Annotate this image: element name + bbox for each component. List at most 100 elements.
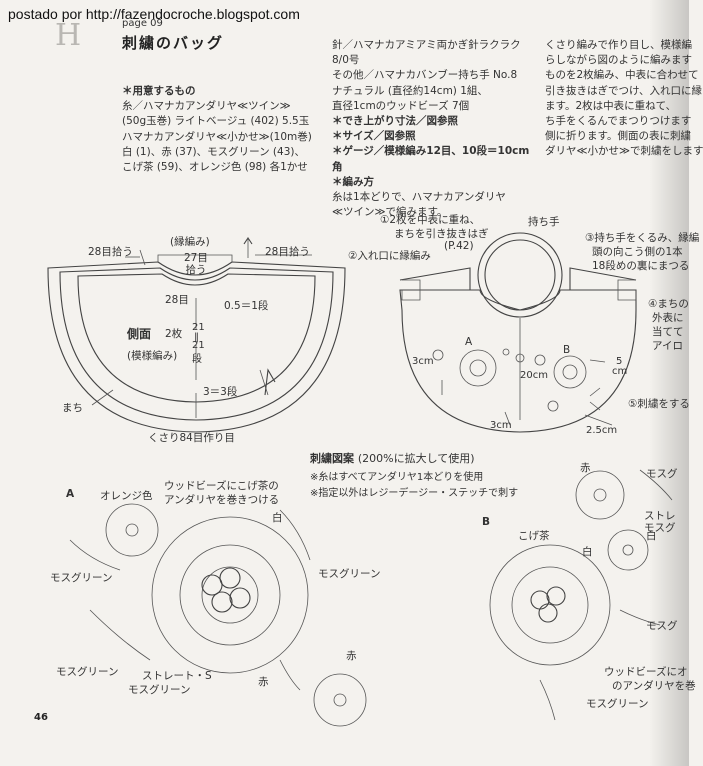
step4-line-d: アイロ xyxy=(652,340,683,352)
two-pieces-label: 2枚 xyxy=(165,328,183,340)
motif-a-white: 白 xyxy=(272,512,283,524)
motif-b-moss-2: モスグ xyxy=(646,620,678,632)
motif-b-moss-1: モスグ xyxy=(646,468,678,480)
motif-b-straight-1: ストレ xyxy=(644,510,676,522)
motif-a-straight-2: モスグリーン xyxy=(128,684,191,696)
motif-a-label: A xyxy=(66,488,75,500)
motif-b-label: B xyxy=(482,516,491,528)
motif-a-red-2: 赤 xyxy=(346,650,357,662)
row-three-label: 3＝3段 xyxy=(203,386,238,398)
count-28-label: 28目 xyxy=(165,294,189,306)
dim-3cm-left: 3cm xyxy=(412,356,434,367)
materials-line: ハマナカアンダリヤ≪小かせ≫(10m巻) xyxy=(122,130,312,143)
materials-line: こげ茶 (59)、オレンジ色 (98) 各1かせ xyxy=(122,161,308,174)
motif-b-moss-3: モスグリーン xyxy=(586,698,649,710)
embroidery-note-1: ※糸はすべてアンダリヤ1本どりを使用 xyxy=(310,472,484,483)
rows-label-b: 21 xyxy=(192,340,205,351)
page-label: page 09 xyxy=(122,18,163,29)
embroidery-motif-a xyxy=(69,503,367,727)
dim-3cm-bottom: 3cm xyxy=(490,420,512,431)
motif-a-moss-3: モスグリーン xyxy=(56,666,119,678)
page-gutter-shadow xyxy=(649,0,689,766)
motif-b-beads-2: のアンダリヤを巻 xyxy=(612,680,696,692)
tools-line: ナチュラル (直径約14cm) 1組、 xyxy=(332,84,488,97)
credit-line: postado por http://fazendocroche.blogspo… xyxy=(8,6,300,22)
materials-line: 白 (1)、赤 (37)、モスグリーン (43)、 xyxy=(122,145,305,158)
row-half-label: 0.5＝1段 xyxy=(224,300,269,312)
page-title: 刺繍のバッグ xyxy=(122,34,225,52)
motif-a-moss-1: モスグリーン xyxy=(50,572,113,584)
rows-label-a: 21 xyxy=(192,322,205,333)
motif-a-beads-1: ウッドビーズにこげ茶の xyxy=(164,480,279,492)
page-number: 46 xyxy=(34,712,48,723)
motif-a-red-1: 赤 xyxy=(258,676,269,688)
instruction-line: ダリヤ≪小かせ≫で刺繍をします xyxy=(545,145,703,158)
side-panel-diagram xyxy=(47,237,346,433)
motif-b-white-1: 白 xyxy=(582,546,593,558)
motif-a-beads-2: アンダリヤを巻きつける xyxy=(164,494,280,506)
bag-label-b: B xyxy=(563,344,571,356)
step4-line-a: ④まちの xyxy=(648,298,689,310)
bag-label-a: A xyxy=(465,336,473,348)
embroidery-title-text: 刺繍図案 xyxy=(310,452,354,465)
materials-line: ＊用意するもの xyxy=(122,85,196,97)
instruction-line: らしながら図のように編みます xyxy=(545,54,692,67)
side-title: 側面 xyxy=(127,327,152,341)
step2-label: ②入れ口に縁編み xyxy=(348,250,431,262)
step4-line-b: 外表に xyxy=(652,312,684,324)
rows-equal: ‖ xyxy=(194,332,199,343)
chain-label: くさり84目作り目 xyxy=(148,432,235,444)
motif-a-straight-1: ストレート・S xyxy=(142,670,212,682)
instruction-line: 側に折ります。側面の表に刺繍 xyxy=(545,130,691,143)
step3-line-a: ③持ち手をくるみ、縁編 xyxy=(585,232,700,244)
materials-line: (50g玉巻) ライトベージュ (402) 5.5玉 xyxy=(122,115,310,128)
motif-b-brown: こげ茶 xyxy=(518,530,550,542)
step4-line-c: 当てて xyxy=(652,326,684,338)
tools-line: その他／ハマナカバンブー持ち手 No.8 xyxy=(332,69,518,82)
handle-label: 持ち手 xyxy=(528,216,560,228)
embroidery-motif-b xyxy=(489,469,673,721)
motif-b-straight-2: モスグ xyxy=(644,522,676,534)
h-mark-icon: H xyxy=(55,18,82,53)
motif-b-beads-1: ウッドビーズにオ xyxy=(604,666,688,678)
embroidery-title: 刺繍図案 (200%に拡大して使用) xyxy=(310,450,475,466)
instruction-line: ものを2枚編み、中表に合わせて xyxy=(545,69,699,82)
step3-line-c: 18段めの裏にまつる xyxy=(592,260,690,272)
tools-line: 直径1cmのウッドビーズ 7個 xyxy=(332,99,470,112)
tools-line: 針／ハマナカアミアミ両かぎ針ラクラク8/0号 xyxy=(332,39,521,67)
step1-line-c: (P.42) xyxy=(444,240,474,252)
motif-b-white-2: 白 xyxy=(646,530,657,542)
instruction-line: ち手をくるんでまつりつけます xyxy=(545,115,692,128)
instruction-line: くさり編みで作り目し、模様編 xyxy=(545,39,692,51)
instruction-line: ます。2枚は中表に重ねて、 xyxy=(545,99,677,112)
dim-20cm: 20cm xyxy=(520,370,548,381)
step1-line-b: まちを引き抜きはぎ xyxy=(394,228,489,240)
tools-line: ＊でき上がり寸法／図参照 xyxy=(332,115,458,128)
materials-column: ＊用意するもの 糸／ハマナカアンダリヤ≪ツイン≫ (50g玉巻) ライトベージュ… xyxy=(122,84,327,175)
instruction-line: 引き抜きはぎでつけ、入れ口に縁 xyxy=(545,84,702,97)
tools-line: ＊ゲージ／模様編み12目、10段＝10cm角 xyxy=(332,145,530,173)
instructions-column: くさり編みで作り目し、模様編 らしながら図のように編みます ものを2枚編み、中表… xyxy=(545,38,703,160)
tools-column: 針／ハマナカアミアミ両かぎ針ラクラク8/0号 その他／ハマナカバンブー持ち手 N… xyxy=(332,38,532,220)
pick-center-label: 27目 拾う xyxy=(184,252,208,276)
dim-cm: cm xyxy=(612,366,628,377)
pick-left-label: 28目拾う xyxy=(88,246,133,258)
motif-a-orange: オレンジ色 xyxy=(100,490,153,502)
pick-right-label: 28目拾う xyxy=(265,246,310,258)
bag-front-diagram xyxy=(399,232,637,433)
pattern-label: (模様編み) xyxy=(127,350,178,362)
motif-a-moss-2: モスグリーン xyxy=(318,568,381,580)
dim-25cm: 2.5cm xyxy=(586,425,618,436)
step3-line-b: 頭の向こう側の1本 xyxy=(592,246,683,258)
materials-line: 糸／ハマナカアンダリヤ≪ツイン≫ xyxy=(122,100,291,113)
gusset-label: まち xyxy=(62,402,83,414)
edge-label: (縁編み) xyxy=(170,236,210,248)
tools-line: 糸は1本どりで、ハマナカアンダリヤ xyxy=(332,191,506,204)
step5-label: ⑤刺繍をする xyxy=(628,398,690,410)
step1-line-a: ①2枚を中表に重ね、 xyxy=(380,214,481,226)
tools-line: ＊編み方 xyxy=(332,175,374,188)
tools-line: ≪ツイン≫で編みます。 xyxy=(332,206,448,219)
rows-unit: 段 xyxy=(192,354,202,365)
tools-line: ＊サイズ／図参照 xyxy=(332,130,416,143)
